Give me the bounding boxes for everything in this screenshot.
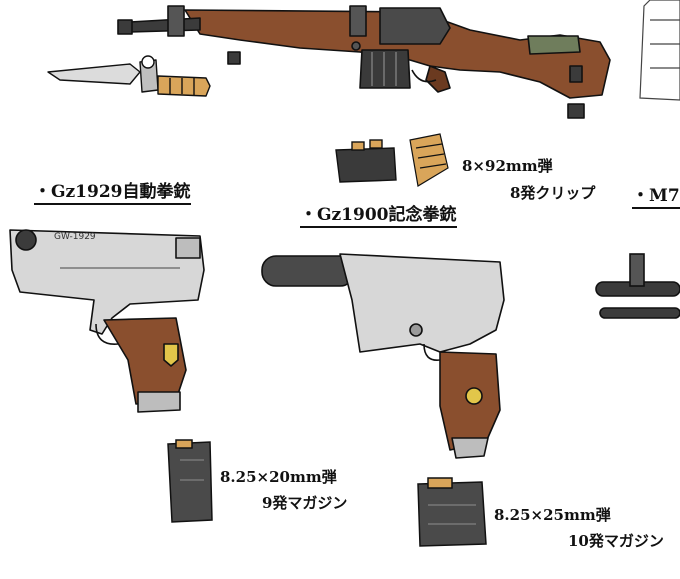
title-gz1900: ・Gz1900記念拳銃 <box>300 205 457 228</box>
rifle <box>117 5 611 119</box>
rifle-clip-label: 8発クリップ <box>510 184 596 202</box>
title-partial: ・M7 <box>632 186 680 209</box>
pistol2-round-label: 8.25×25mm弾 <box>494 506 611 524</box>
gz1900-pistol <box>261 253 505 459</box>
gz1929-magazine <box>167 439 213 523</box>
rifle-round-label: 8×92mm弾 <box>462 157 553 175</box>
bayonet <box>47 55 211 97</box>
title-gz1929: ・Gz1929自動拳銃 <box>34 182 191 205</box>
pistol1-round-label: 8.25×20mm弾 <box>220 468 337 486</box>
gz1929-pistol <box>9 229 205 413</box>
rifle-clip <box>335 139 397 183</box>
pistol1-mag-label: 9発マガジン <box>262 494 348 512</box>
pistol2-mag-label: 10発マガジン <box>568 532 664 550</box>
gz1900-magazine <box>417 477 487 547</box>
rifle-rounds <box>409 133 449 187</box>
partial-rifle <box>595 253 680 319</box>
sketch-partial <box>639 0 680 101</box>
slide-stamp: GW-1929 <box>54 232 96 242</box>
